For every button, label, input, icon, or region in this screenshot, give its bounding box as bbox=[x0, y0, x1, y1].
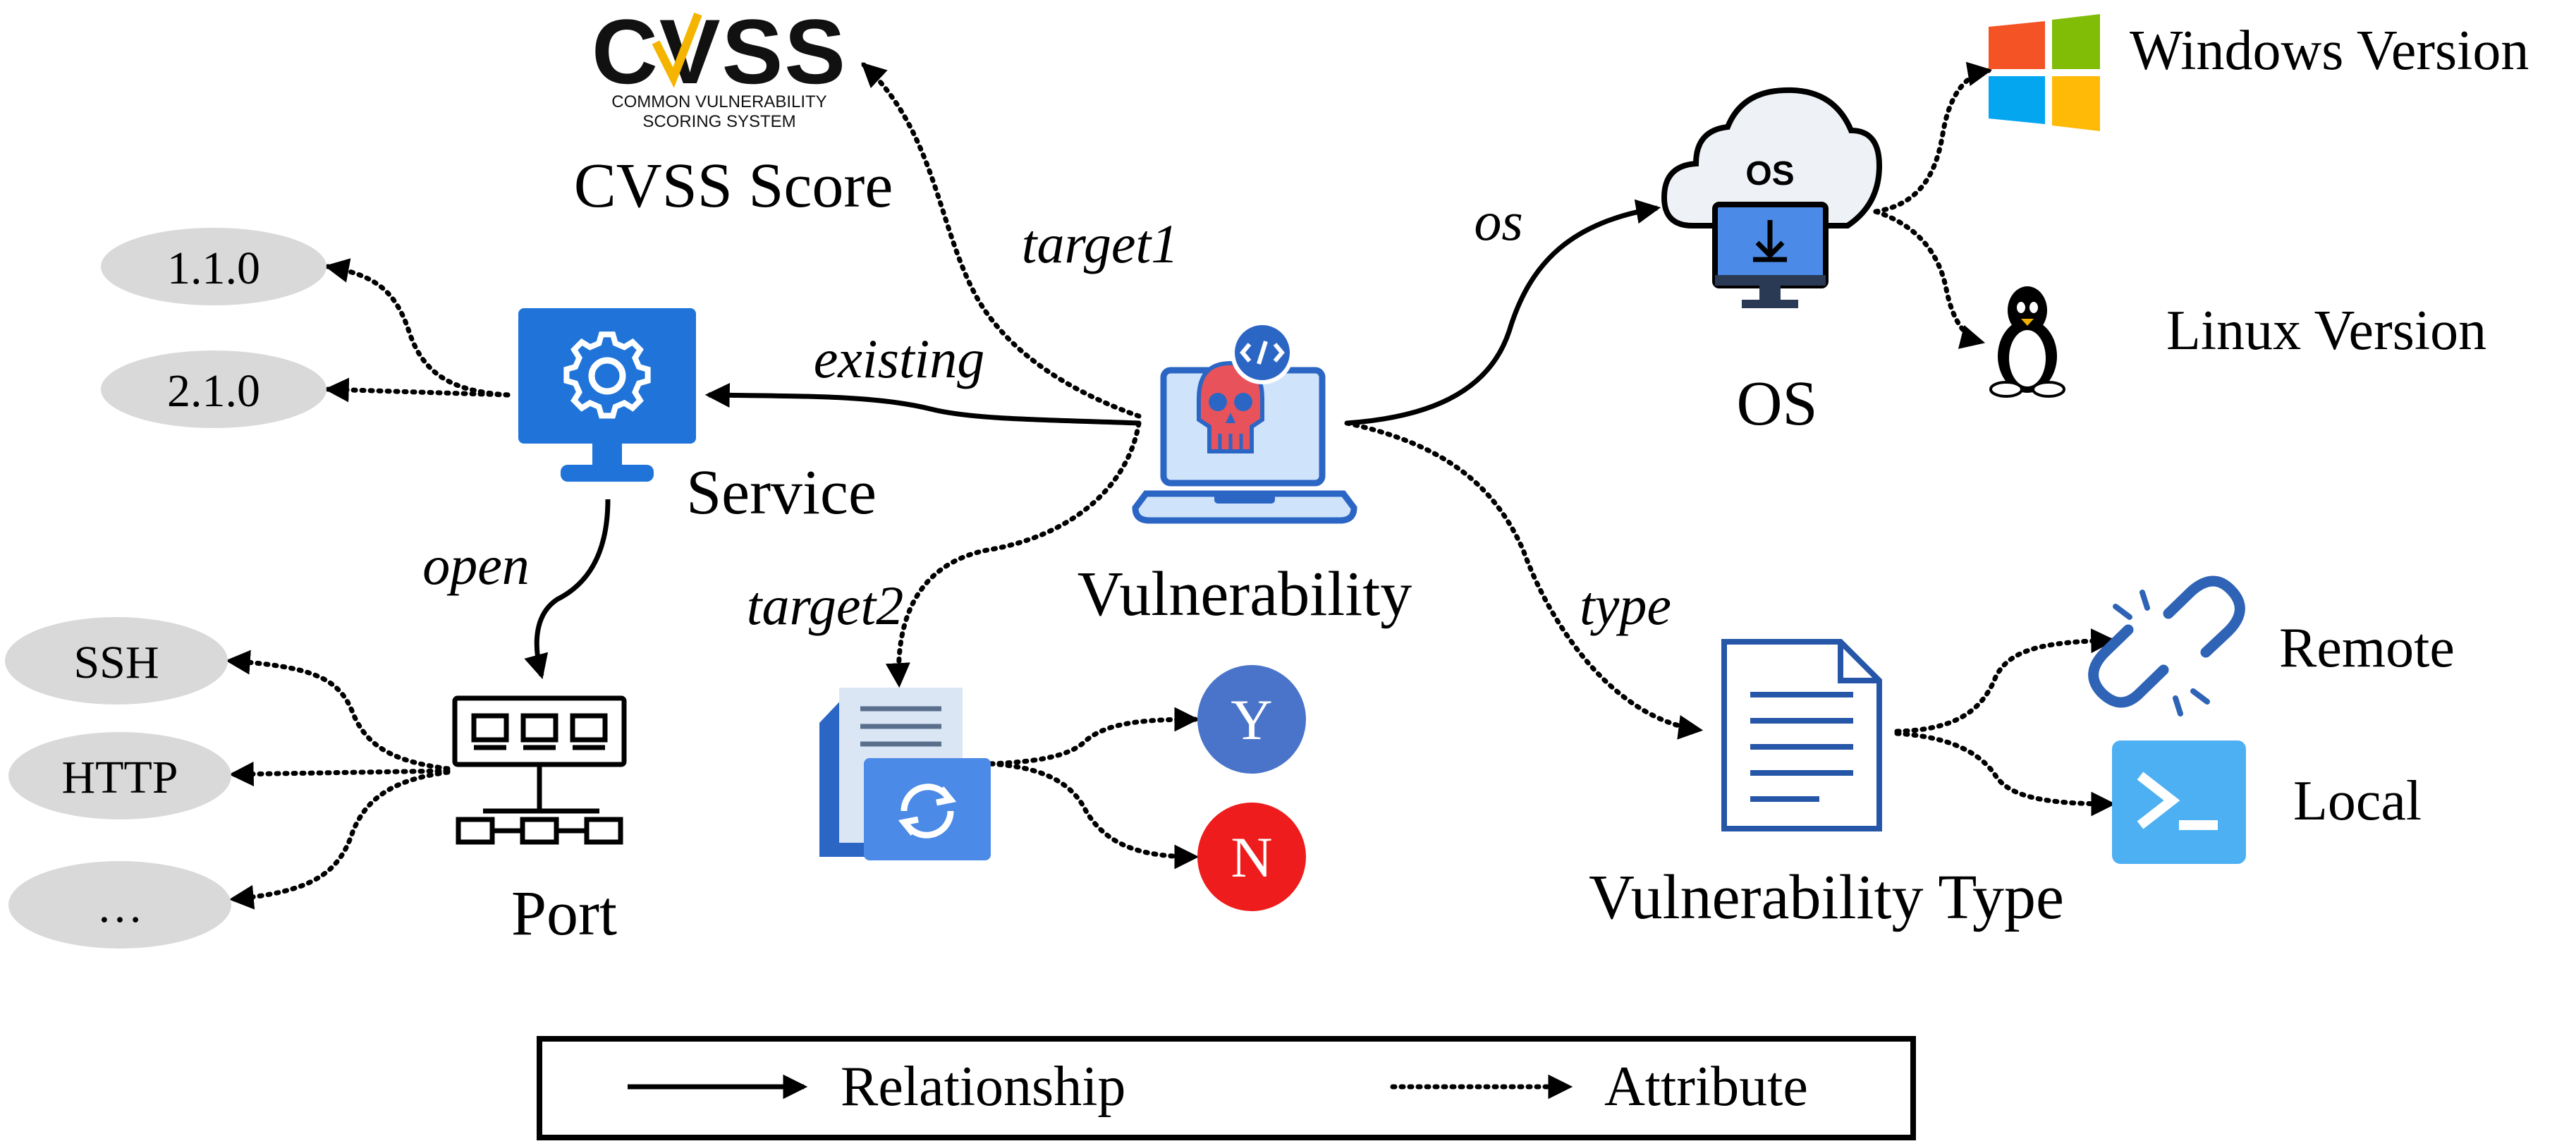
target2-yes: Y bbox=[1197, 665, 1306, 774]
edge-target2-no bbox=[988, 761, 1200, 870]
edge-target1 bbox=[861, 62, 1142, 419]
edge-port-http bbox=[228, 762, 451, 787]
cvss-tagline-2: SCORING SYSTEM bbox=[642, 112, 795, 131]
edge-label-target1: target1 bbox=[1022, 213, 1178, 274]
terminal-icon bbox=[2112, 740, 2246, 864]
cvss-logo: CVSS COMMON VULNERABILITY SCORING SYSTEM bbox=[592, 0, 847, 131]
edge-target2 bbox=[885, 420, 1142, 688]
port-value-http: HTTP bbox=[8, 732, 231, 819]
legend-frame bbox=[537, 1036, 1916, 1140]
edge-service-version-1 bbox=[324, 258, 511, 398]
cvss-tagline-1: COMMON VULNERABILITY bbox=[611, 92, 826, 111]
legend: Relationship Attribute bbox=[537, 1036, 1916, 1140]
vuln-type-document-icon bbox=[1721, 639, 1882, 831]
os-value-windows: Windows Version bbox=[2130, 20, 2529, 82]
edge-os-linux bbox=[1873, 209, 1986, 349]
os-monitor-label: OS bbox=[1745, 155, 1794, 193]
target2-no: N bbox=[1197, 803, 1306, 911]
target2-file-icon bbox=[819, 688, 991, 860]
legend-attribute-label: Attribute bbox=[1604, 1056, 1808, 1118]
edge-port-ssh bbox=[225, 650, 451, 772]
service-version-1-label: 1.1.0 bbox=[167, 243, 260, 294]
node-label-os: OS bbox=[1736, 369, 1817, 439]
edge-type-remote bbox=[1894, 628, 2116, 734]
vulnerability-icon bbox=[1132, 321, 1357, 524]
windows-logo-icon bbox=[1989, 14, 2100, 131]
edges bbox=[225, 61, 2116, 910]
service-version-1: 1.1.0 bbox=[101, 228, 326, 305]
code-badge-icon bbox=[1231, 321, 1294, 384]
edge-target2-yes bbox=[988, 707, 1200, 767]
type-value-local: Local bbox=[2293, 770, 2422, 832]
node-label-port: Port bbox=[511, 879, 617, 949]
edge-open bbox=[524, 499, 611, 680]
os-icon: OS bbox=[1661, 87, 1883, 308]
port-value-more-label: … bbox=[97, 881, 143, 932]
edge-type bbox=[1344, 420, 1704, 740]
target2-no-label: N bbox=[1231, 825, 1272, 889]
node-label-vulnerability: Vulnerability bbox=[1078, 559, 1412, 629]
edge-existing bbox=[704, 382, 1140, 426]
edge-type-local bbox=[1894, 731, 2116, 817]
edge-os-windows bbox=[1873, 61, 1993, 214]
gear-icon bbox=[563, 331, 651, 419]
edge-label-os: os bbox=[1474, 190, 1522, 252]
edge-label-existing: existing bbox=[814, 328, 985, 389]
broken-link-icon bbox=[2088, 575, 2245, 717]
service-version-2: 2.1.0 bbox=[101, 350, 326, 428]
os-value-linux: Linux Version bbox=[2166, 300, 2486, 362]
node-label-service: Service bbox=[686, 458, 877, 528]
edge-label-target2: target2 bbox=[747, 575, 903, 636]
legend-relationship-label: Relationship bbox=[841, 1056, 1125, 1118]
edge-service-version-2 bbox=[324, 377, 511, 403]
linux-tux-icon bbox=[1989, 286, 2065, 398]
cvss-wordmark: CVSS bbox=[592, 0, 847, 103]
edge-os bbox=[1346, 199, 1661, 426]
edge-label-open: open bbox=[422, 535, 530, 596]
edge-label-type: type bbox=[1580, 575, 1671, 636]
service-icon bbox=[518, 308, 696, 482]
target2-yes-label: Y bbox=[1231, 688, 1272, 752]
edge-port-more bbox=[228, 769, 451, 910]
service-version-2-label: 2.1.0 bbox=[167, 365, 260, 417]
port-value-ssh: SSH bbox=[5, 617, 228, 705]
cvss-check-mark bbox=[652, 12, 702, 88]
port-icon bbox=[452, 695, 627, 845]
port-value-http-label: HTTP bbox=[62, 752, 178, 803]
node-label-vuln-type: Vulnerability Type bbox=[1589, 862, 2064, 932]
node-label-cvss: CVSS Score bbox=[574, 151, 893, 221]
sync-icon bbox=[898, 784, 957, 839]
type-value-remote: Remote bbox=[2279, 617, 2455, 679]
port-value-ssh-label: SSH bbox=[73, 637, 159, 688]
port-value-more: … bbox=[8, 861, 231, 949]
